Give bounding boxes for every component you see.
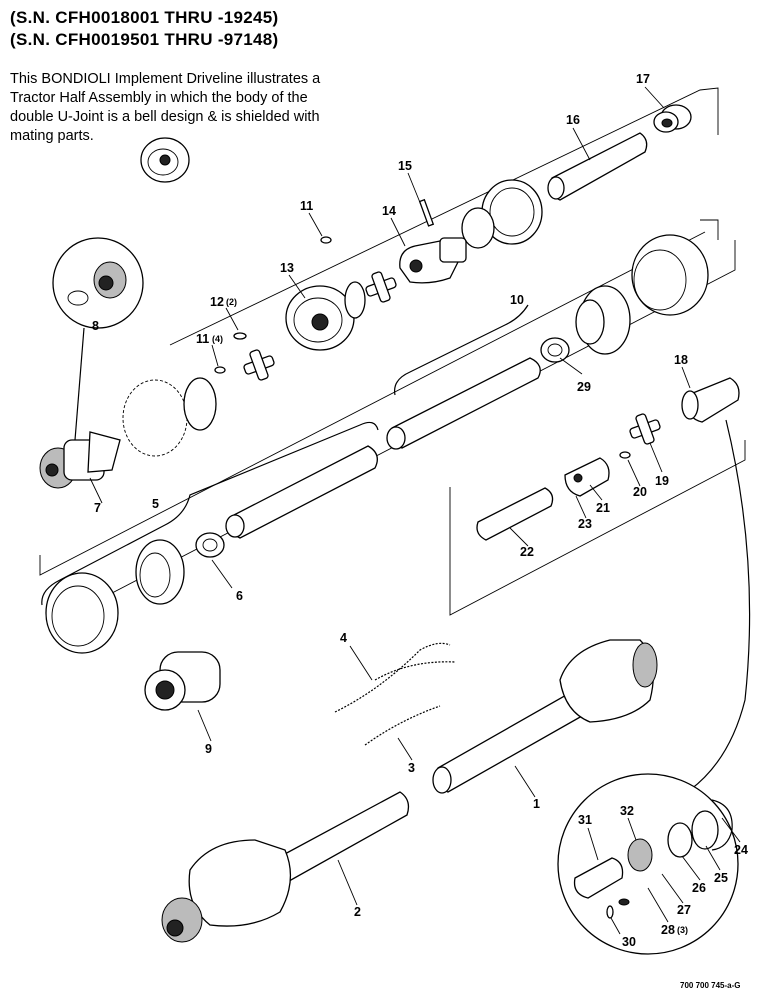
description-line: double U-Joint is a bell design & is shi… — [10, 109, 320, 125]
callout-24: 24 — [734, 843, 748, 857]
serial-range-2: (S.N. CFH0019501 THRU -97148) — [10, 30, 279, 49]
description-text: This BONDIOLI Implement Driveline illust… — [10, 70, 400, 146]
part-18-yoke — [681, 377, 751, 791]
middle-tube-lower — [225, 445, 378, 539]
part-17-collar — [653, 104, 692, 133]
callout-17: 17 — [636, 72, 650, 86]
callout-5: 5 — [152, 497, 159, 511]
cross-joint-right — [619, 413, 661, 459]
callout-10: 10 — [510, 293, 524, 307]
description-line: Tractor Half Assembly in which the body … — [10, 90, 308, 106]
part-29-clip — [540, 337, 570, 363]
callout-6: 6 — [236, 589, 243, 603]
callout-29: 29 — [577, 380, 591, 394]
shield-cone-left — [45, 539, 185, 654]
flange-disc — [122, 377, 217, 457]
callout-16: 16 — [566, 113, 580, 127]
callout-11-lower: 11 — [196, 332, 209, 346]
callout-9: 9 — [205, 742, 212, 756]
callout-26: 26 — [692, 881, 706, 895]
part-23-yoke — [564, 457, 610, 497]
callout-labels: 17 16 15 14 11 13 12 (2) 11 (4) 10 8 29 … — [92, 72, 748, 949]
callout-32: 32 — [620, 804, 634, 818]
description-line: This BONDIOLI Implement Driveline illust… — [10, 71, 321, 87]
part-14-yoke — [399, 237, 467, 284]
figure-code: 700 700 745-a-G — [680, 981, 741, 990]
callout-21: 21 — [596, 501, 610, 515]
callout-11: 11 — [300, 199, 313, 213]
callout-11-lower-qty: (4) — [212, 334, 223, 344]
serial-range-1: (S.N. CFH0018001 THRU -19245) — [10, 8, 279, 27]
callout-1: 1 — [533, 797, 540, 811]
shield-cone-right — [575, 234, 709, 355]
callout-13: 13 — [280, 261, 294, 275]
part-3-chain — [364, 705, 441, 746]
callout-12: 12 — [210, 295, 224, 309]
callout-8: 8 — [92, 319, 99, 333]
part-22-tube — [476, 487, 554, 541]
callout-18: 18 — [674, 353, 688, 367]
bearing-cone-top — [461, 179, 543, 249]
callout-7: 7 — [94, 501, 101, 515]
callout-28-qty: (3) — [677, 925, 688, 935]
leader-lines — [89, 86, 741, 935]
part-12-ring — [233, 332, 247, 340]
part-9-bearing — [144, 651, 221, 711]
part-1-implement-half — [432, 639, 658, 794]
callout-15: 15 — [398, 159, 412, 173]
part-15-pin — [418, 198, 435, 227]
bracket-10 — [393, 304, 529, 396]
part-6-clip — [195, 532, 225, 558]
callout-14: 14 — [382, 204, 396, 218]
upper-frame — [169, 87, 719, 346]
lower-right-frame — [449, 440, 746, 616]
top-left-bell — [140, 137, 190, 183]
callout-30: 30 — [622, 935, 636, 949]
callout-3: 3 — [408, 761, 415, 775]
cross-joint-lower — [243, 349, 275, 381]
callout-20: 20 — [633, 485, 647, 499]
part-16-tube — [547, 132, 648, 201]
middle-tube-upper — [386, 357, 541, 450]
callout-2: 2 — [354, 905, 361, 919]
part-8-inset — [52, 237, 144, 441]
part-2-tractor-half — [161, 791, 410, 943]
part-7-tractor-yoke — [39, 431, 121, 489]
part-13-bell-housing — [285, 281, 366, 351]
callout-31: 31 — [578, 813, 592, 827]
callout-23: 23 — [578, 517, 592, 531]
cross-joint-upper — [365, 271, 397, 303]
callout-28: 28 — [661, 923, 675, 937]
description-line: mating parts. — [10, 128, 94, 144]
part-11-ring — [320, 236, 332, 244]
callout-27: 27 — [677, 903, 691, 917]
part-11-ring-lower — [214, 366, 226, 374]
callout-12-qty: (2) — [226, 297, 237, 307]
detail-inset-circle — [557, 773, 739, 955]
part-4-chain — [334, 642, 456, 713]
callout-19: 19 — [655, 474, 669, 488]
callout-25: 25 — [714, 871, 728, 885]
callout-4: 4 — [340, 631, 347, 645]
callout-22: 22 — [520, 545, 534, 559]
bracket-5 — [41, 421, 379, 606]
